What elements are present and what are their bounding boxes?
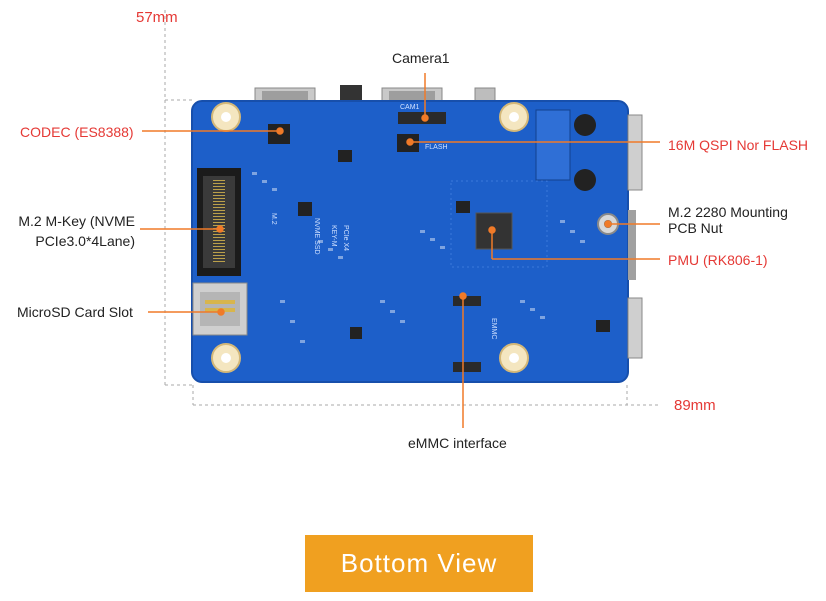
bottom-view-button[interactable]: Bottom View <box>305 535 533 592</box>
m2-key-label-line2: PCIe3.0*4Lane) <box>35 233 135 249</box>
silk-nvme-ssd: NVME SSD <box>313 218 320 255</box>
silk-pcie-x4: PCIe X4 <box>342 225 349 251</box>
silk-emmc: EMMC <box>490 318 497 339</box>
pmu-label: PMU (RK806-1) <box>668 252 768 268</box>
mounting-nut-label-line1: M.2 2280 Mounting <box>668 204 788 220</box>
m2-key-label-line1: M.2 M-Key (NVME <box>18 213 135 229</box>
camera-label: Camera1 <box>392 50 450 66</box>
width-dimension-label: 57mm <box>136 9 178 26</box>
mounting-holes <box>211 102 619 373</box>
pcb-board <box>192 101 628 382</box>
emmc-label: eMMC interface <box>408 435 507 451</box>
smd-components <box>252 172 585 343</box>
silk-key-m: KEY-M <box>330 225 337 247</box>
silk-m2: M.2 <box>270 213 277 225</box>
microsd-label: MicroSD Card Slot <box>17 304 133 320</box>
codec-label: CODEC (ES8388) <box>20 124 134 140</box>
flash-label: 16M QSPI Nor FLASH <box>668 137 809 153</box>
m2-slot <box>197 168 241 276</box>
silk-flash: FLASH <box>425 144 448 151</box>
right-edge-connectors <box>535 109 643 359</box>
callout-lines <box>140 73 660 428</box>
length-dimension-label: 89mm <box>674 397 716 414</box>
silk-cam1: CAM1 <box>400 104 420 111</box>
mounting-nut-label-line2: PCB Nut <box>668 220 723 236</box>
silkscreen: M.2 NVME SSD KEY-M PCIe X4 CAM1 FLASH EM… <box>270 104 497 339</box>
